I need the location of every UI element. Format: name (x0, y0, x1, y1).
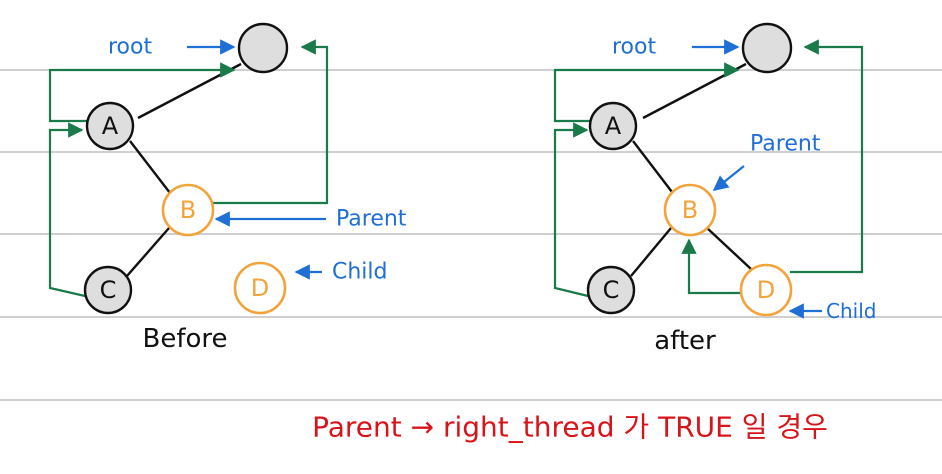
root-label: root (108, 35, 152, 60)
edge-b-d (706, 227, 752, 270)
child-label: Child (332, 260, 388, 285)
node-b (161, 183, 215, 237)
thread-c-to-a (48, 122, 86, 298)
node-c-label: C (100, 276, 117, 304)
node-b (663, 183, 717, 237)
parent-pointer-arrow (712, 165, 745, 191)
node-d (233, 261, 287, 315)
parent-label: Parent (336, 207, 407, 232)
edge-root-a (642, 62, 747, 120)
node-b-label: B (180, 196, 196, 224)
before-diagram: A B C D root Parent Child Before (48, 22, 407, 354)
node-a (85, 101, 135, 151)
ruled-lines (0, 69, 942, 401)
node-d-label: D (757, 276, 775, 304)
thread-d-to-root (790, 39, 864, 274)
node-c-label: C (603, 276, 620, 304)
thread-a-to-root (553, 62, 740, 123)
parent-label: Parent (750, 132, 821, 157)
edge-root-a (137, 62, 242, 120)
root-node (741, 22, 793, 74)
before-caption: Before (142, 324, 227, 354)
thread-a-to-root (48, 62, 236, 123)
node-a-label: A (102, 112, 119, 140)
node-a (588, 101, 638, 151)
node-d (739, 263, 793, 317)
node-c (83, 265, 133, 315)
condition-note: Parent → right_thread 가 TRUE 일 경우 (312, 411, 828, 444)
node-c (586, 265, 636, 315)
node-a-label: A (605, 112, 622, 140)
thread-d-to-b (681, 238, 743, 295)
thread-c-to-a (553, 122, 589, 298)
after-caption: after (654, 326, 716, 356)
edge-a-b (129, 140, 171, 194)
edge-b-c (126, 227, 170, 277)
after-diagram: A B C D root Parent Child after (553, 22, 876, 356)
root-label: root (612, 35, 656, 60)
node-d-label: D (251, 274, 269, 302)
root-node (237, 22, 289, 74)
child-label: Child (826, 299, 876, 323)
node-b-label: B (682, 196, 698, 224)
edge-a-b (632, 140, 673, 193)
thread-b-to-root (213, 39, 329, 205)
edge-b-c (630, 227, 672, 277)
